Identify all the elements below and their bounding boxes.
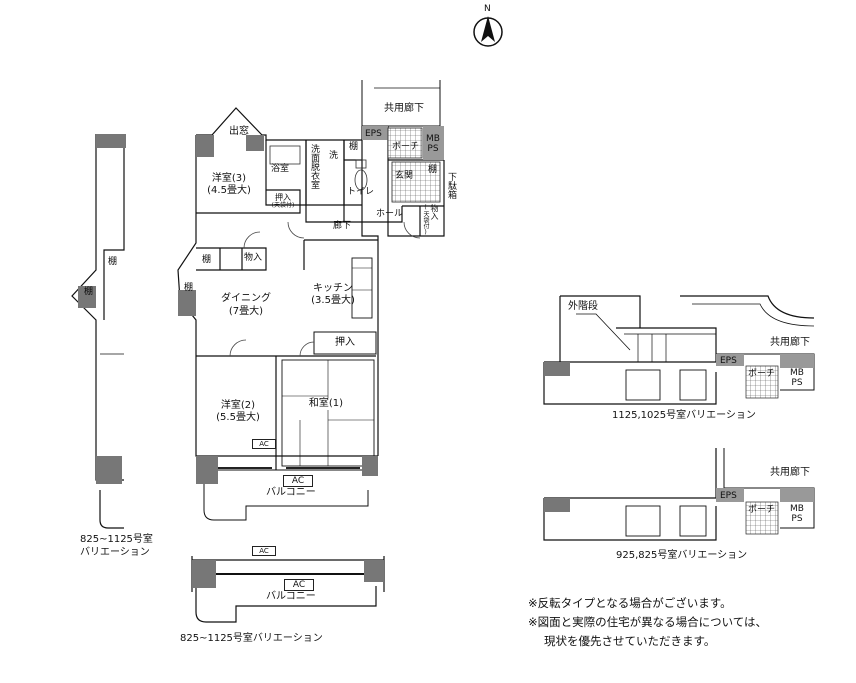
eps-label: EPS [365,129,382,139]
storage-left-label: 物入 [244,253,263,263]
common-corridor-label: 共用廊下 [384,103,424,114]
ac-label: AC [283,475,313,487]
rv1-porch-label: ポーチ [748,369,776,379]
storage-hall-label: 物入 [430,204,439,220]
bay-window-label: 出窓 [229,126,249,137]
bottom-var-ac-label: AC [284,579,314,591]
left-var-caption-1: 825~1125号室 [80,534,153,545]
compass-north-label: N [484,4,491,14]
rv2-porch-label: ポーチ [748,505,776,515]
note-line-1: ※反転タイプとなる場合がございます。 [528,596,732,610]
right-variation-2-pillars [544,488,814,512]
ac-small-label: AC [252,439,276,449]
right-variation-1-walls [543,295,815,405]
shelf-top-label: 棚 [349,142,359,152]
left-var-caption-2: バリエーション [80,547,150,558]
right-variation-1-pillars [544,354,814,376]
main-plan-pillars [178,126,444,484]
bottom-var-caption: 825~1125号室バリエーション [180,633,323,644]
storage-hall-sub-label: (天袋付) [422,204,429,236]
bathtub-icon [269,145,301,165]
rv2-mbps-label: MB PS [790,504,804,524]
shelf-dining-label: 棚 [184,283,194,293]
oshiire-small-label: 押入 [275,193,291,202]
left-variation-pillars [78,134,126,484]
mbps-label: MB PS [426,134,440,154]
oshiire-small-sub-label: (天袋付) [271,202,295,209]
washitsu-label: 和室(1) [298,398,354,410]
rv2-caption: 925,825号室バリエーション [616,550,748,561]
kitchen-label: キッチン [313,283,353,294]
hall-label: ホール [376,209,404,219]
rv1-mbps-label: MB PS [790,368,804,388]
rv1-outer-stairs-label: 外階段 [568,301,598,312]
western2-label: 洋室(2) [220,400,256,411]
shoe-box-label: 下駄箱 [446,172,456,199]
rv2-eps-label: EPS [720,491,737,501]
entrance-label: 玄関 [395,171,414,181]
rv1-caption: 1125,1025号室バリエーション [612,410,756,421]
compass-icon [473,16,503,47]
bottom-variation-pillars [192,560,384,588]
rv1-porch-floor [745,365,779,399]
left-var-shelf-b-label: 棚 [84,287,94,297]
kitchen-size-label: (3.5畳大) [311,295,355,306]
washroom-label: 洗面脱衣室 [309,144,319,189]
bottom-var-ac-small-label: AC [252,546,276,556]
shelf-left-label: 棚 [202,255,212,265]
rv2-porch-floor [745,501,779,535]
hall-corridor-label: 廊下 [333,221,352,231]
door-swings [229,221,421,357]
note-line-3: 現状を優先させていただきます。 [544,634,716,648]
porch-floor [387,127,423,159]
porch-label: ポーチ [392,142,420,152]
bath-label: 浴室 [271,164,290,174]
western3-label: 洋室(3) [211,173,247,184]
western3-size-label: (4.5畳大) [207,185,251,196]
left-var-shelf-a-label: 棚 [108,257,118,267]
balcony-label: バルコニー [266,487,316,498]
toilet-icon [354,159,368,191]
western2-size-label: (5.5畳大) [216,412,260,423]
rv1-eps-label: EPS [720,356,737,366]
bottom-var-balcony-label: バルコニー [266,591,316,602]
toilet-label: トイレ [347,187,375,197]
oshiire-label: 押入 [335,337,355,348]
rv1-common-corridor-label: 共用廊下 [770,337,810,348]
dining-label: ダイニング [221,293,271,304]
wash-label: 洗 [329,151,339,161]
shelf-entrance-label: 棚 [428,165,438,175]
note-line-2: ※図面と実際の住宅が異なる場合については、 [528,615,768,629]
rv2-common-corridor-label: 共用廊下 [770,467,810,478]
dining-size-label: (7畳大) [228,306,264,317]
entrance-floor [391,161,441,203]
